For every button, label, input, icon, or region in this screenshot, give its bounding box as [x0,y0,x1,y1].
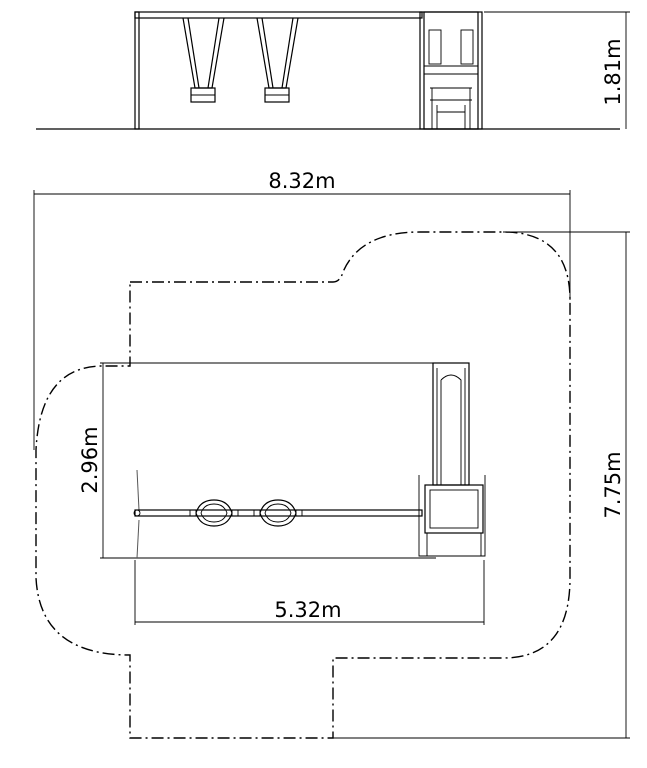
platform-plan [424,484,484,534]
swing-seat-1 [182,17,225,103]
frame-width-dimension: 5.32m [134,560,485,625]
overall-depth-label: 7.75m [601,451,625,518]
swing-seat-plan-1 [189,499,239,527]
elevation-view: 1.81m [36,11,630,130]
tower-plan [418,362,486,557]
overall-width-dimension: 8.32m [33,169,571,450]
overall-width-label: 8.32m [268,169,335,193]
height-dimension: 1.81m [484,11,630,129]
plan-view: 8.32m 7.75m 2.96m 5.32m [33,169,630,739]
left-post [134,11,140,130]
safety-zone-outline [35,231,571,739]
frame-depth-label: 2.96m [78,426,102,493]
overall-depth-dimension: 7.75m [333,231,630,739]
swing-seat-plan-2 [253,499,303,527]
frame-depth-dimension: 2.96m [78,362,436,559]
swing-seat-2 [256,17,299,103]
frame-width-label: 5.32m [274,598,341,622]
swing-frame-plan [133,469,423,559]
top-beam [134,11,423,19]
height-label: 1.81m [601,38,625,105]
tower [419,11,483,130]
slide-plan [432,362,470,486]
